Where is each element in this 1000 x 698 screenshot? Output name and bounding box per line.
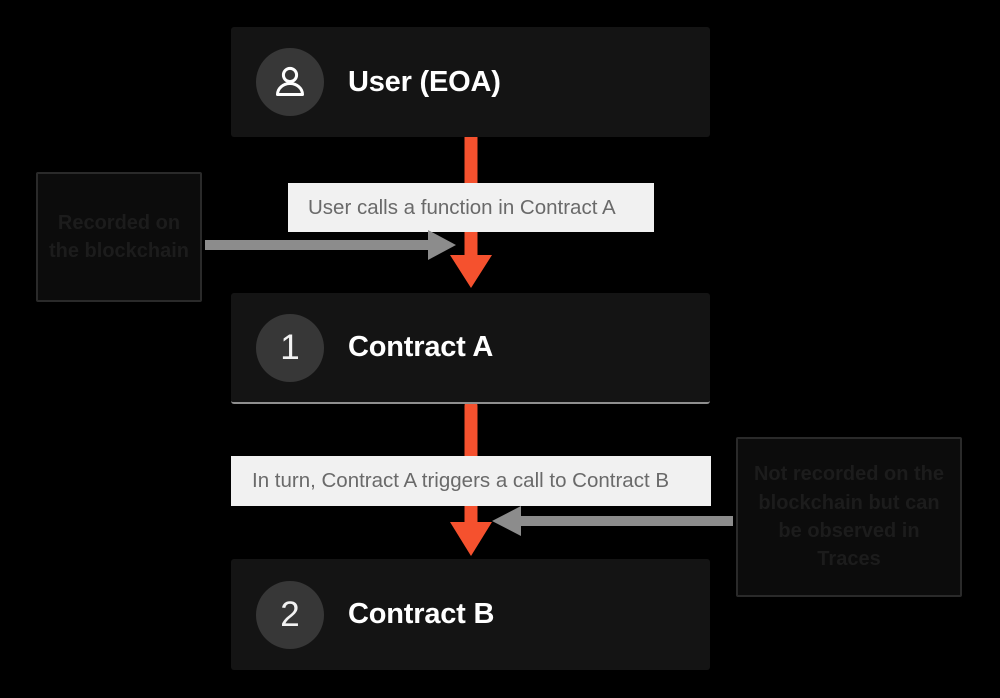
node-contract-a: 1 Contract A: [231, 293, 710, 404]
annotation-not-recorded-text: Not recorded on the blockchain but can b…: [753, 463, 944, 571]
annotation-recorded-box: Recorded on the blockchain: [36, 172, 202, 302]
node-user-label: User (EOA): [348, 65, 501, 98]
person-icon: [256, 48, 324, 116]
caption-contract-a-to-contract-b: In turn, Contract A triggers a call to C…: [231, 456, 711, 506]
node-contract-b-label: Contract B: [348, 598, 495, 630]
caption-user-to-contract-a-text: User calls a function in Contract A: [308, 195, 616, 219]
step-number-badge-2: 2: [256, 580, 324, 649]
node-contract-a-label: Contract A: [348, 331, 494, 363]
annotation-arrow-right-head: [492, 506, 521, 536]
step-number-badge-1: 1: [256, 313, 324, 382]
annotation-recorded-text: Recorded on the blockchain: [48, 211, 190, 262]
node-user: User (EOA): [231, 27, 710, 137]
caption-user-to-contract-a: User calls a function in Contract A: [288, 183, 654, 232]
annotation-arrow-left-head: [428, 230, 456, 260]
annotation-not-recorded-box: Not recorded on the blockchain but can b…: [736, 437, 962, 597]
node-contract-b: 2 Contract B: [231, 559, 710, 670]
caption-contract-a-to-contract-b-text: In turn, Contract A triggers a call to C…: [252, 469, 670, 492]
flow-arrowhead-contract-b: [450, 522, 492, 556]
flow-arrowhead-contract-a: [450, 255, 492, 288]
